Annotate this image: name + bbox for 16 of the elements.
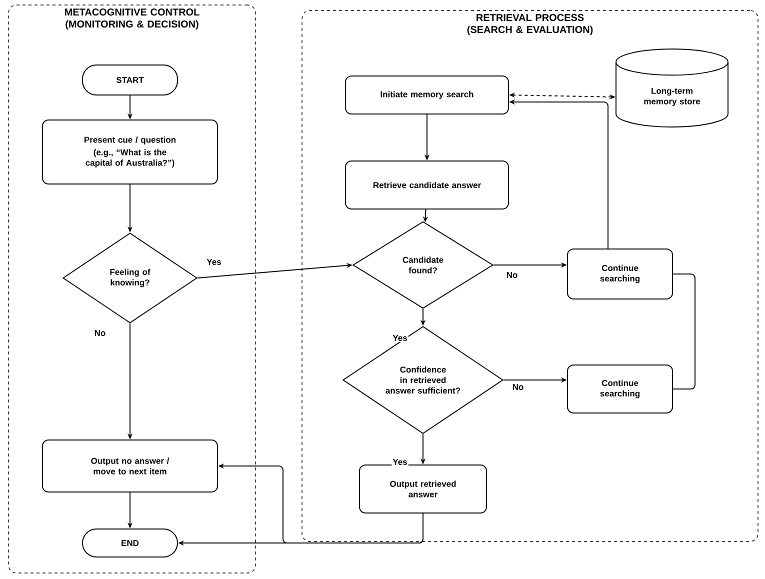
edge-label: No <box>511 383 525 391</box>
process-box: Retrieve candidate answer <box>345 160 509 210</box>
edge-label: No <box>505 271 519 279</box>
edge-label: Yes <box>392 458 408 466</box>
terminal-box: START <box>82 64 178 96</box>
process-box: Continue searching <box>567 364 673 414</box>
database-cylinder: Long-term memory store <box>616 48 728 128</box>
edge-label: Yes <box>392 334 408 342</box>
process-box: Continue searching <box>567 248 673 300</box>
process-box: Initiate memory search <box>345 76 509 114</box>
edge-label: Yes <box>206 258 222 266</box>
terminal-box: END <box>82 528 178 558</box>
edge-label: No <box>93 329 107 337</box>
process-box: Output retrieved answer <box>359 464 487 514</box>
process-box: Output no answer / move to next item <box>42 440 218 492</box>
process-box: Present cue / question (e.g., “What is the capital of Australia?”) <box>42 120 218 184</box>
